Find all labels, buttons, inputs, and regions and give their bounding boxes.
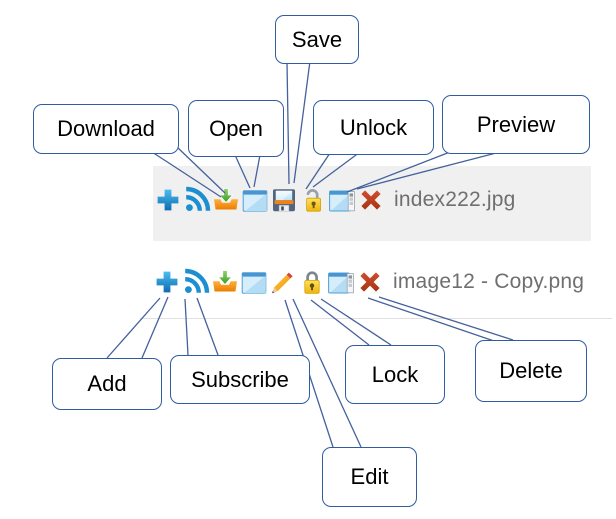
callout-delete-label: Delete bbox=[499, 358, 563, 383]
add-icon[interactable] bbox=[153, 268, 181, 296]
unlock-icon[interactable] bbox=[299, 186, 327, 214]
save-icon[interactable] bbox=[270, 186, 298, 214]
callout-preview: Preview bbox=[442, 95, 590, 154]
callout-preview-label: Preview bbox=[476, 111, 556, 137]
callout-lock: Lock bbox=[345, 345, 445, 404]
callout-open: Open bbox=[188, 100, 284, 157]
delete-icon[interactable] bbox=[357, 186, 385, 214]
open-icon[interactable] bbox=[240, 268, 268, 296]
file-row-2: image12 - Copy.png bbox=[153, 268, 584, 296]
callout-add: Add bbox=[52, 358, 162, 410]
callout-unlock: Unlock bbox=[313, 100, 434, 155]
callout-edit: Edit bbox=[322, 447, 417, 507]
delete-icon[interactable] bbox=[356, 268, 384, 296]
row-divider bbox=[140, 318, 612, 319]
callout-unlock-label: Unlock bbox=[339, 114, 408, 140]
subscribe-icon[interactable] bbox=[183, 186, 211, 214]
callout-edit-label: Edit bbox=[350, 464, 389, 489]
download-icon[interactable] bbox=[212, 186, 240, 214]
preview-icon[interactable] bbox=[328, 186, 356, 214]
callout-download: Download bbox=[33, 104, 179, 154]
callout-add-label: Add bbox=[87, 371, 127, 396]
preview-icon[interactable] bbox=[327, 268, 355, 296]
callout-delete: Delete bbox=[475, 340, 587, 402]
callout-save: Save bbox=[275, 15, 359, 64]
callout-open-label: Open bbox=[209, 115, 263, 141]
callout-subscribe-label: Subscribe bbox=[191, 366, 289, 392]
file-row-1: index222.jpg bbox=[154, 186, 516, 214]
filename-2: image12 - Copy.png bbox=[393, 270, 585, 293]
subscribe-icon[interactable] bbox=[182, 268, 210, 296]
filename-1: index222.jpg bbox=[394, 188, 516, 211]
lock-icon[interactable] bbox=[298, 268, 326, 296]
edit-icon[interactable] bbox=[269, 268, 297, 296]
callout-save-label: Save bbox=[291, 26, 343, 52]
callout-subscribe: Subscribe bbox=[170, 355, 310, 404]
callout-download-label: Download bbox=[57, 116, 155, 141]
callout-lock-label: Lock bbox=[371, 361, 419, 387]
download-icon[interactable] bbox=[211, 268, 239, 296]
open-icon[interactable] bbox=[241, 186, 269, 214]
add-icon[interactable] bbox=[154, 186, 182, 214]
